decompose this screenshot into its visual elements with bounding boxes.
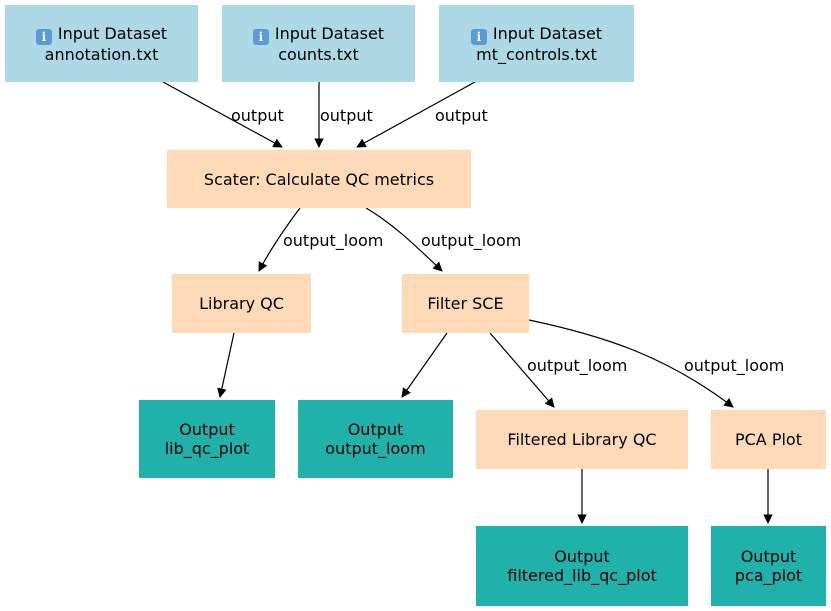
tool-node-label: Scater: Calculate QC metrics: [203, 169, 435, 189]
output-node-name: pca_plot: [734, 566, 803, 585]
tool-node-label: Filtered Library QC: [507, 430, 657, 449]
tool-node-scater[interactable]: Scater: Calculate QC metrics: [167, 150, 471, 208]
edge-mt-to-scater: [356, 81, 476, 148]
edge-filter-sce-to-pca-plot: [528, 319, 734, 408]
edge-label-filter-to-filtered-library-qc: output_loom: [527, 356, 628, 375]
edge-label-counts-to-scater: output: [320, 106, 373, 125]
output-node-name: filtered_lib_qc_plot: [507, 566, 657, 585]
tool-node-label: Library QC: [199, 294, 284, 313]
edge-scater-to-library-qc: [258, 207, 301, 272]
tool-node-library-qc[interactable]: Library QC: [172, 274, 311, 333]
input-node-filename: counts.txt: [278, 44, 359, 64]
tool-node-pca-plot[interactable]: PCA Plot: [711, 410, 826, 469]
edge-label-scater-to-library-qc: output_loom: [283, 231, 384, 250]
tool-node-filtered-library-qc[interactable]: Filtered Library QC: [476, 410, 688, 469]
edge-label-scater-to-filter-sce: output_loom: [421, 231, 522, 250]
output-node-output-loom[interactable]: Output output_loom: [298, 400, 453, 478]
tool-node-filter-sce[interactable]: Filter SCE: [402, 274, 529, 333]
tool-node-label: PCA Plot: [734, 430, 802, 449]
edge-label-filter-to-pca-plot: output_loom: [684, 356, 785, 375]
info-icon: i: [470, 28, 487, 45]
output-node-filtered-lib-qc-plot[interactable]: Output filtered_lib_qc_plot: [476, 526, 688, 606]
output-node-lib-qc-plot[interactable]: Output lib_qc_plot: [139, 400, 275, 478]
tool-node-label: Filter SCE: [427, 294, 504, 313]
output-node-label: Output: [347, 420, 404, 439]
output-node-label: Output: [740, 547, 797, 566]
edge-library-qc-to-output: [217, 332, 235, 398]
output-node-pca-plot[interactable]: Output pca_plot: [711, 526, 826, 606]
info-icon: i: [252, 28, 269, 45]
edge-filter-sce-to-filtered-library-qc: [489, 332, 555, 408]
input-node-filename: mt_controls.txt: [476, 44, 597, 64]
output-node-name: output_loom: [325, 439, 426, 458]
output-node-name: lib_qc_plot: [164, 439, 250, 458]
edge-label-mt-to-scater: output: [435, 106, 488, 125]
edge-filter-sce-to-output-loom: [401, 332, 448, 398]
edge-label-annotation-to-scater: output: [231, 106, 284, 125]
edge-scater-to-filter-sce: [365, 207, 443, 272]
edge-annotation-to-scater: [162, 81, 283, 148]
output-node-label: Output: [179, 420, 235, 439]
output-node-label: Output: [554, 547, 610, 566]
input-node-filename: annotation.txt: [44, 44, 159, 64]
info-icon: i: [35, 28, 52, 45]
